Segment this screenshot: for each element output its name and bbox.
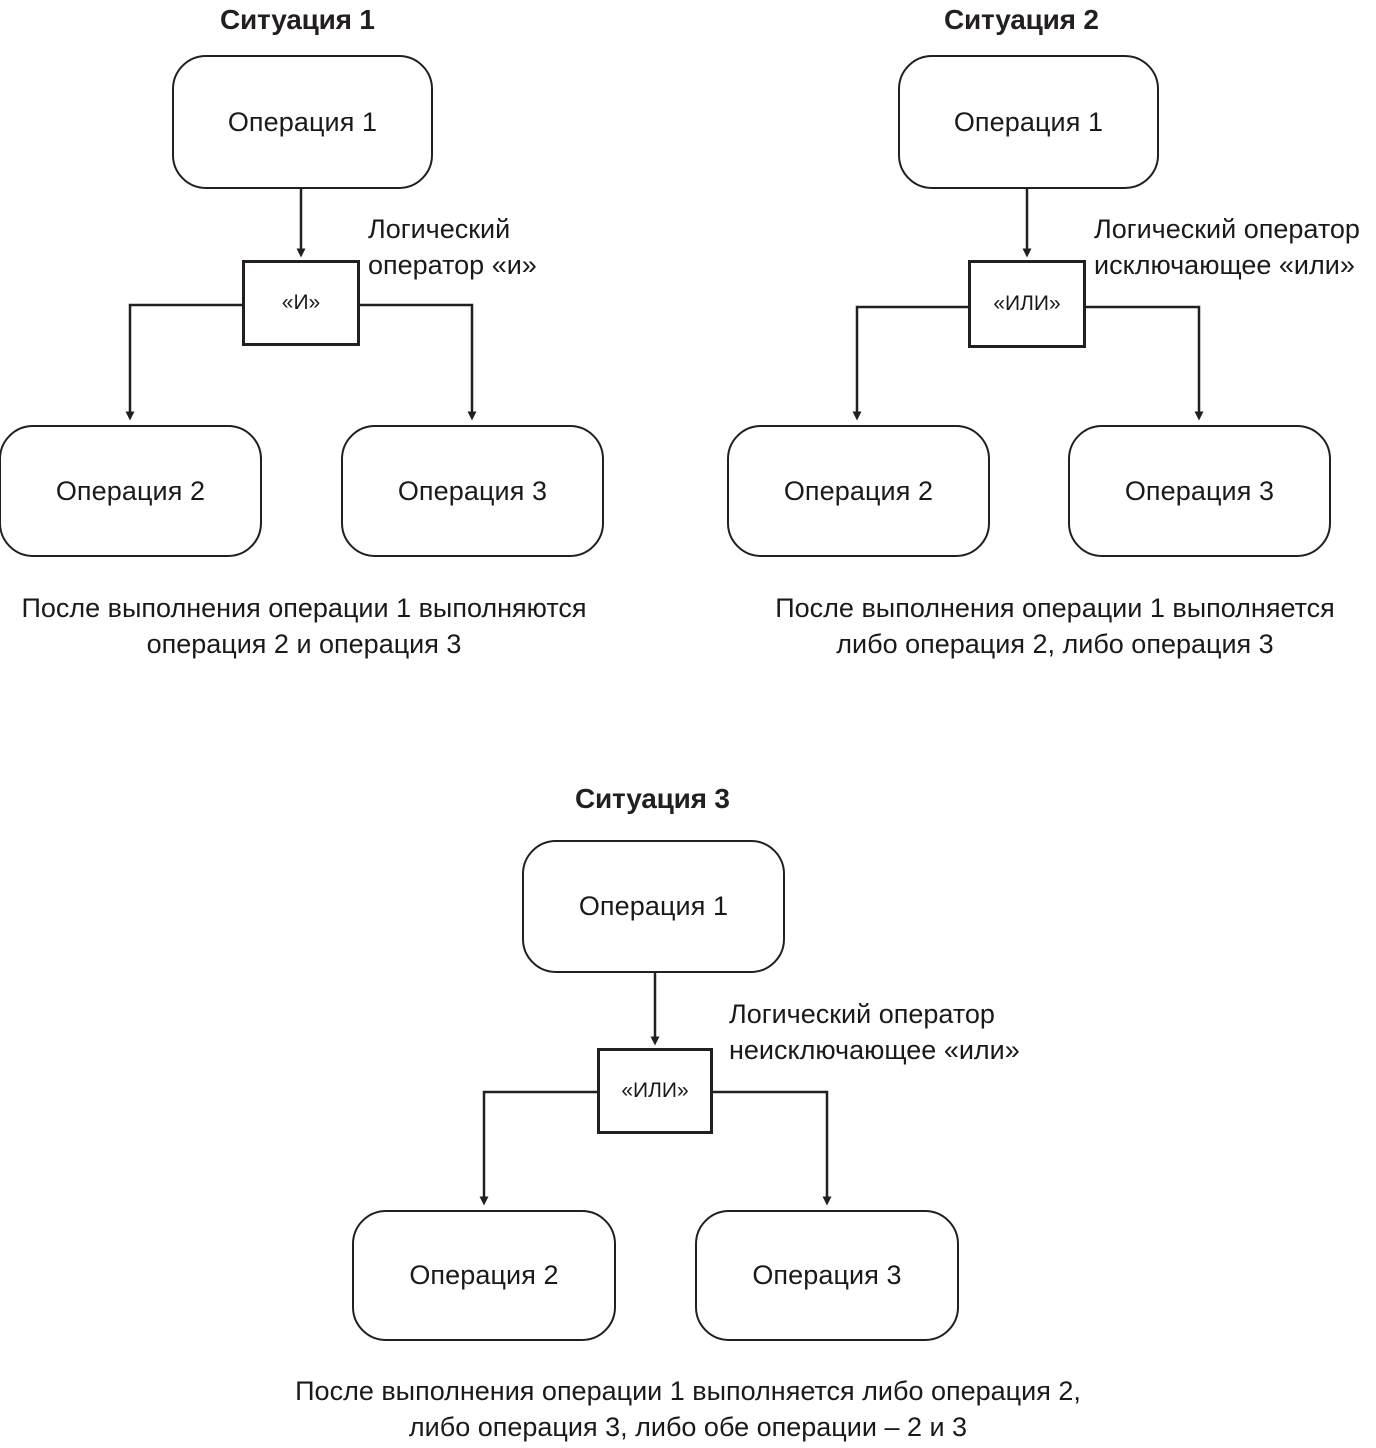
- situation-1-operation-2-box: Операция 2: [0, 425, 262, 557]
- situation-2-xor-gate-box: «ИЛИ»: [968, 260, 1086, 348]
- situation-2-operator-annotation: Логический оператор исключающее «или»: [1094, 214, 1360, 280]
- situation-3-operator-annotation: Логический оператор неисключающее «или»: [729, 999, 1020, 1065]
- situation-1-operator-annotation: Логический оператор «и»: [368, 214, 537, 280]
- situation-1-and-gate-label: «И»: [281, 291, 321, 314]
- situation-3-title: Ситуация 3: [575, 783, 730, 814]
- connector-s2-gate-to-op2: [852, 305, 968, 421]
- situation-2-operation-1-box: Операция 1: [898, 55, 1159, 189]
- situation-3-operation-2-box: Операция 2: [352, 1210, 616, 1341]
- situation-3-operation-3-label: Операция 3: [752, 1260, 902, 1290]
- situation-2-operation-3-box: Операция 3: [1068, 425, 1331, 557]
- situation-3-or-gate-label: «ИЛИ»: [621, 1079, 689, 1102]
- situation-3-operation-1-box: Операция 1: [522, 840, 785, 973]
- situation-2-operation-1-label: Операция 1: [953, 106, 1104, 137]
- situation-2-title: Ситуация 2: [944, 4, 1099, 35]
- situation-1-operation-3-label: Операция 3: [397, 475, 548, 506]
- connector-s2-gate-to-op3: [1085, 305, 1204, 421]
- situation-2-xor-gate-label: «ИЛИ»: [993, 292, 1061, 315]
- situation-3-operation-1-label: Операция 1: [578, 891, 729, 921]
- situation-2-operation-2-label: Операция 2: [783, 475, 934, 506]
- situation-3-operation-3-box: Операция 3: [695, 1210, 959, 1341]
- situation-1-title: Ситуация 1: [220, 4, 375, 35]
- situation-2-operation-3-label: Операция 3: [1124, 475, 1275, 506]
- connector-s3-gate-to-op2: [479, 1090, 597, 1206]
- situation-1-and-gate-box: «И»: [242, 260, 360, 346]
- situation-1-operation-1-label: Операция 1: [227, 106, 378, 137]
- situation-1-operation-3-box: Операция 3: [341, 425, 604, 557]
- situation-3-operation-2-label: Операция 2: [409, 1260, 559, 1290]
- situation-2-operation-2-box: Операция 2: [727, 425, 990, 557]
- situation-3-or-gate-box: «ИЛИ»: [597, 1048, 713, 1134]
- situation-3-caption: После выполнения операции 1 выполняется …: [295, 1376, 1081, 1442]
- connector-s3-gate-to-op3: [713, 1090, 832, 1206]
- connector-s1-gate-to-op3: [360, 303, 477, 421]
- situation-1-caption: После выполнения операции 1 выполняются …: [21, 593, 587, 659]
- situation-1-operation-1-box: Операция 1: [172, 55, 433, 189]
- situation-1-operation-2-label: Операция 2: [55, 475, 206, 506]
- connector-s1-gate-to-op2: [125, 303, 242, 421]
- situation-2-caption: После выполнения операции 1 выполняется …: [775, 593, 1335, 659]
